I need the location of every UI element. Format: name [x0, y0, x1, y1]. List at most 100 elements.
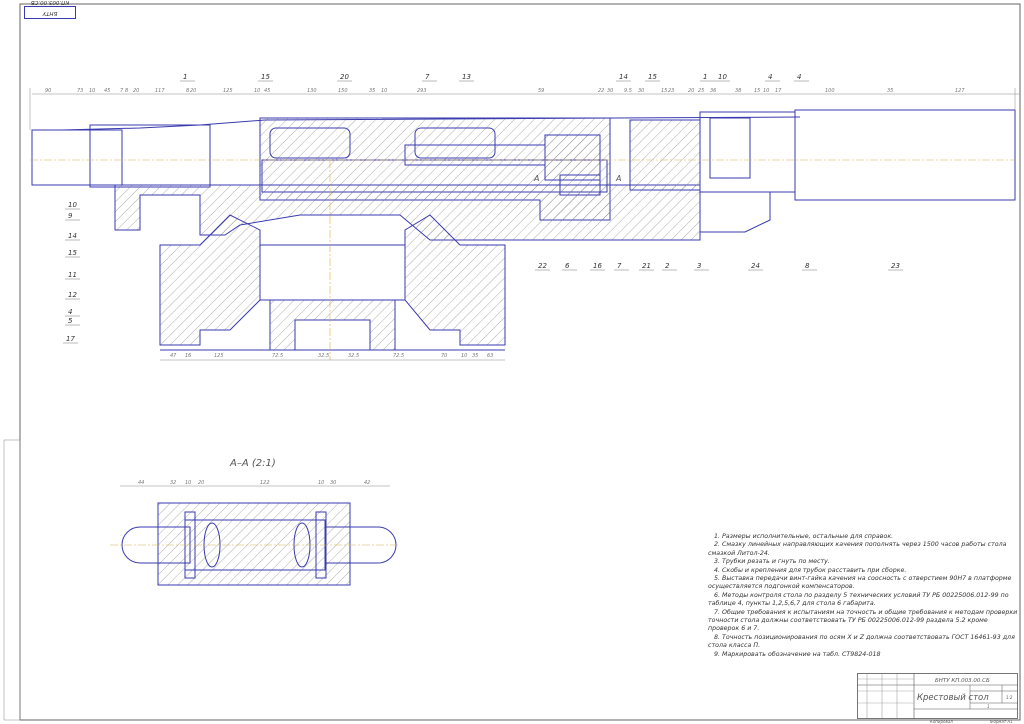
dimension-value: 150	[338, 88, 348, 94]
left-margin-strip	[3, 439, 21, 721]
callout-number: 4	[68, 308, 72, 316]
callout-number: 1	[703, 73, 707, 81]
copied-label: Копировал	[930, 719, 953, 724]
callout-number: 9	[68, 212, 73, 220]
callout-number: 10	[718, 73, 727, 81]
dimension-value: 36	[710, 88, 716, 94]
callout-number: 23	[891, 262, 900, 270]
dimension-value: 25	[698, 88, 704, 94]
callout-number: 10	[68, 201, 77, 209]
callout-number: 8	[805, 262, 810, 270]
callout-number: 12	[68, 291, 77, 299]
callout-number: 7	[425, 73, 430, 81]
callout-number: 4	[797, 73, 801, 81]
dimension-value: 63	[487, 353, 493, 359]
callout-number: 14	[619, 73, 628, 81]
dimension-value: 35	[472, 353, 478, 359]
dimension-value: 32.5	[348, 353, 359, 359]
dimension-value: 122	[260, 480, 270, 486]
callout-number: 24	[751, 262, 760, 270]
dimension-value: 293	[417, 88, 427, 94]
dimension-value: 117	[155, 88, 165, 94]
callout-number: 20	[340, 73, 349, 81]
dimension-value: 45	[104, 88, 110, 94]
dimension-value: 7	[120, 88, 124, 94]
callout-number: 15	[68, 249, 77, 257]
callout-number: 14	[68, 232, 77, 240]
dimension-value: 16	[185, 353, 191, 359]
technical-requirements: 1. Размеры исполнительные, остальные для…	[708, 533, 1018, 659]
main-view	[29, 88, 1020, 361]
dimension-value: 20	[133, 88, 139, 94]
dimension-value: 30	[607, 88, 613, 94]
dimension-value: 10	[185, 480, 191, 486]
dimension-value: 73	[77, 88, 83, 94]
dimension-value: 100	[825, 88, 835, 94]
dimension-value: 30	[638, 88, 644, 94]
dimension-value: 9.5	[624, 88, 632, 94]
callout-number: 21	[642, 262, 651, 270]
dimension-value: 90	[45, 88, 51, 94]
dimension-value: 44	[138, 480, 144, 486]
dimension-value: 32	[170, 480, 176, 486]
title-block-sheet: 1	[987, 704, 990, 709]
dimension-value: 47	[170, 353, 177, 359]
callout-number: 2	[665, 262, 670, 270]
format-label: Формат А1	[990, 719, 1013, 724]
dimension-value: 10	[254, 88, 260, 94]
dimension-value: 35	[887, 88, 893, 94]
callout-number: 3	[697, 262, 701, 270]
title-block-designation: БНТУ КП.003.00.СБ	[935, 678, 990, 684]
title-block-scale: 1:2	[1006, 695, 1013, 700]
callout-number: 15	[648, 73, 657, 81]
note-item: 9. Маркировать обозначение на табл. СТ98…	[714, 650, 881, 658]
callout-number: 11	[68, 271, 77, 279]
dimension-value: 30	[330, 480, 336, 486]
section-a-a-view	[110, 485, 400, 586]
title-block-name: Крестовый стол	[917, 693, 989, 703]
sheet-frame	[19, 3, 1021, 721]
callout-number: 6	[565, 262, 570, 270]
note-item: 8. Точность позиционирования по осям X и…	[708, 633, 1015, 650]
dimension-value: 20	[688, 88, 694, 94]
callout-number: 5	[68, 317, 73, 325]
section-marker-left: А	[533, 174, 539, 183]
dimension-value: 125	[223, 88, 233, 94]
section-title: А–А (2:1)	[229, 458, 276, 469]
callout-number: 1	[183, 73, 187, 81]
dimension-value: 38	[735, 88, 741, 94]
dimension-value: 17	[775, 88, 782, 94]
dimension-value: 10	[461, 353, 467, 359]
dimension-value: 130	[307, 88, 317, 94]
dimension-value: 20	[190, 88, 196, 94]
dimension-value: 32.5	[318, 353, 329, 359]
dimension-value: 10	[318, 480, 324, 486]
dimension-value: 72.5	[393, 353, 404, 359]
callout-number: 16	[593, 262, 602, 270]
dimension-value: 35	[369, 88, 375, 94]
callout-number: 7	[617, 262, 622, 270]
dimension-value: 23	[668, 88, 674, 94]
note-item: 1. Размеры исполнительные, остальные для…	[714, 533, 894, 540]
note-item: 5. Выставка передачи винт-гайка качения …	[708, 575, 1012, 591]
callout-number: 13	[462, 73, 471, 81]
dimension-value: 59	[538, 88, 544, 94]
dimension-value: 42	[364, 480, 370, 486]
callout-number: 22	[538, 262, 547, 270]
dimension-value: 22	[598, 88, 604, 94]
dimension-value: 15	[661, 88, 667, 94]
dimension-value: 20	[198, 480, 204, 486]
drawing-code-stamp: БНТУ КП.003.00.СБ	[24, 0, 76, 19]
note-item: 6. Методы контроля стола по разделу 5 те…	[708, 591, 1009, 608]
section-dimension-chain: 44 32 10 20 122 10 30 42	[138, 480, 370, 486]
dimension-value: 8	[186, 88, 189, 94]
callout-number: 15	[261, 73, 270, 81]
dimension-value: 10	[763, 88, 769, 94]
dimension-value: 15	[754, 88, 760, 94]
section-marker-right: А	[615, 174, 621, 183]
dimension-value: 70	[441, 353, 447, 359]
